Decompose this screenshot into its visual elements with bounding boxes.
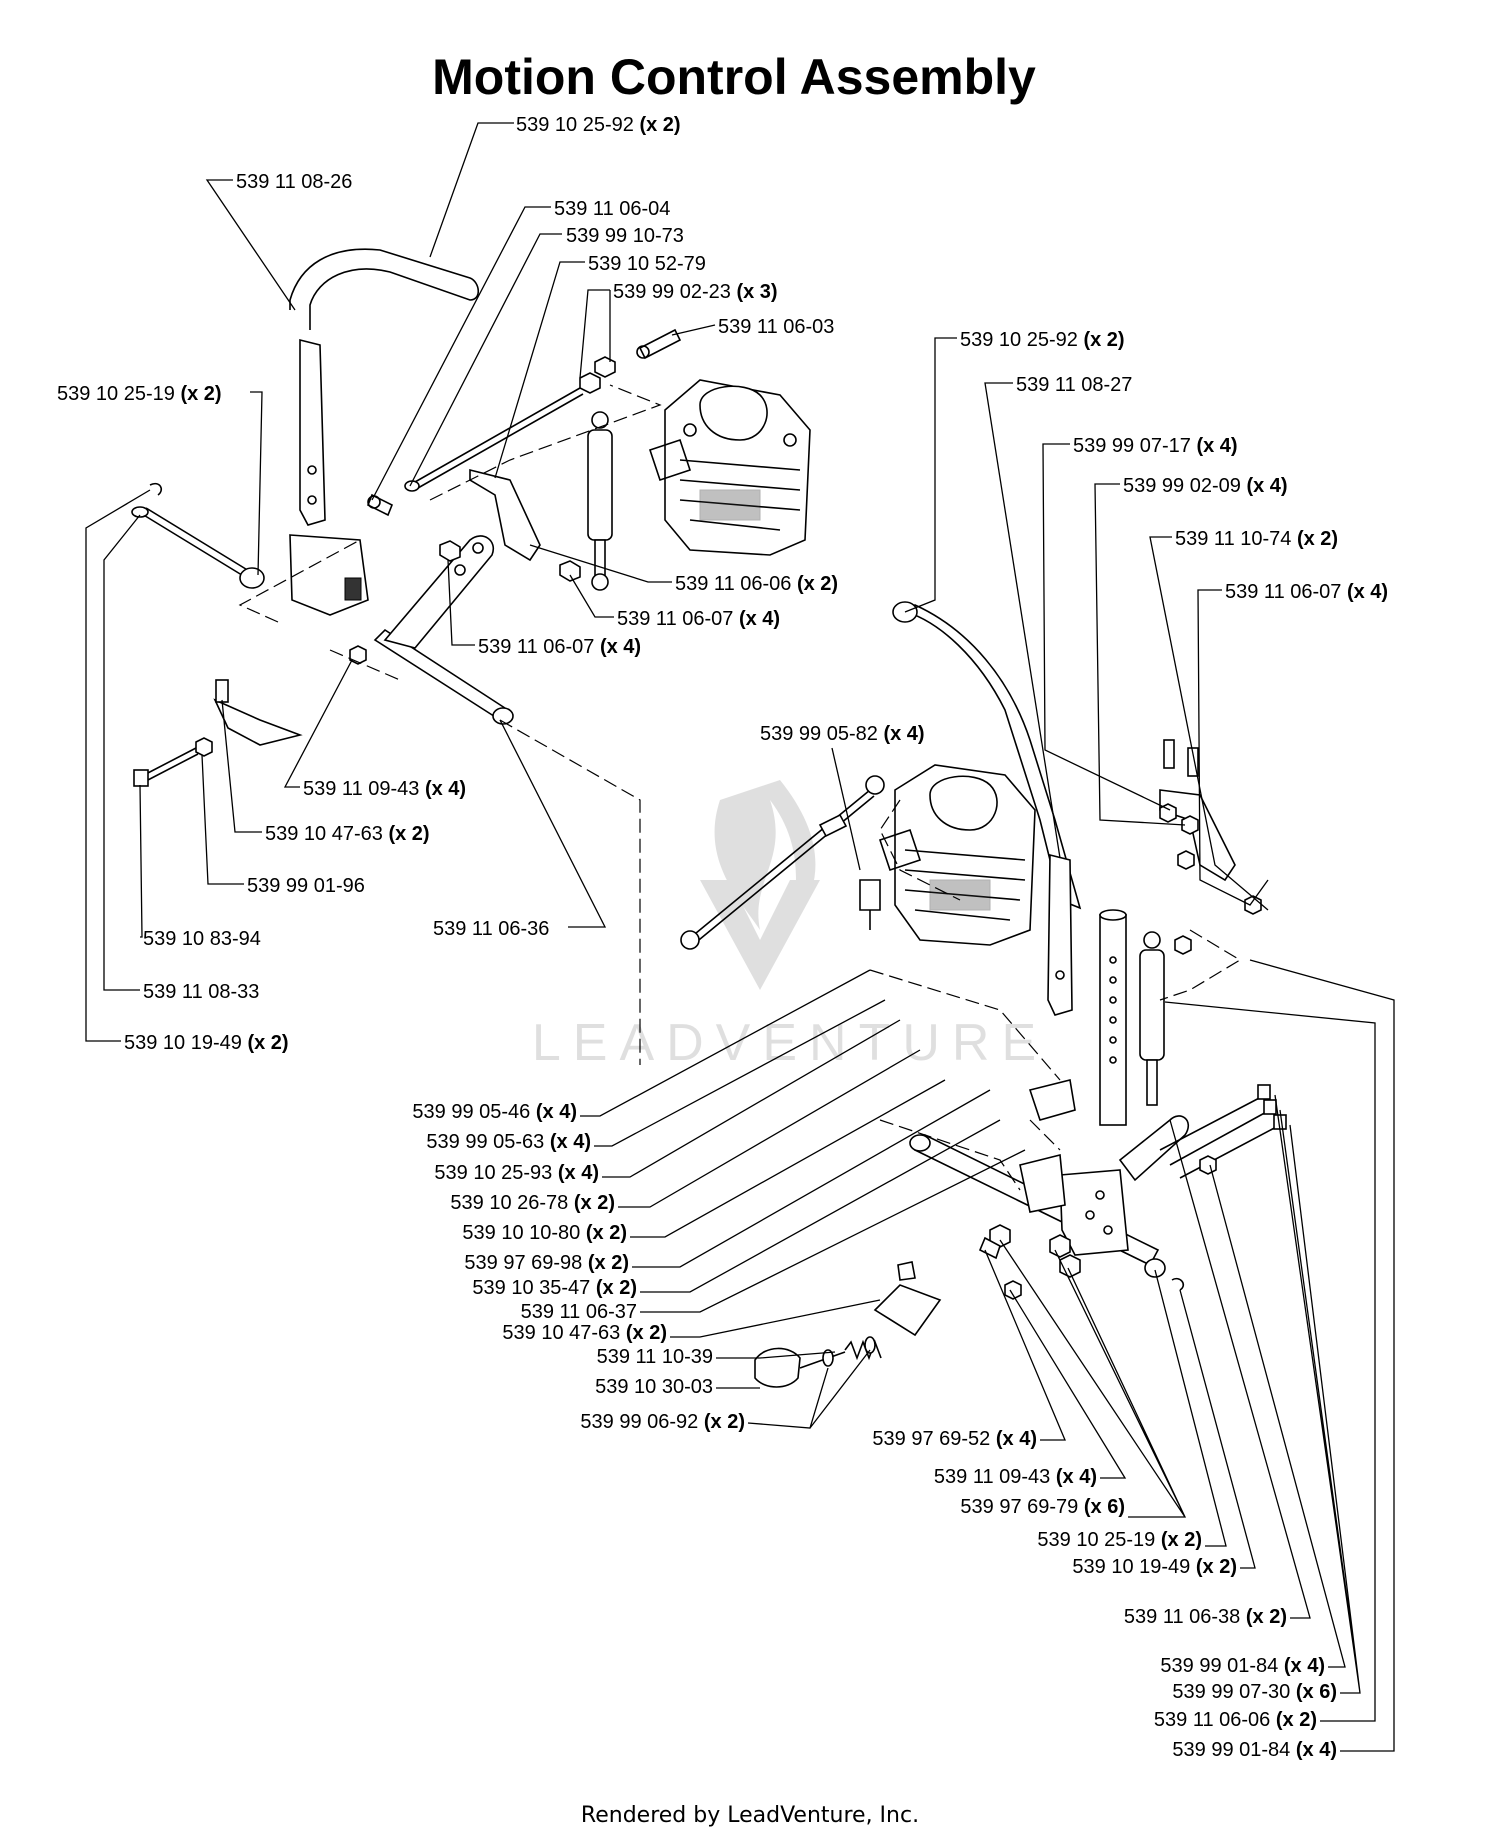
callout-label: 539 11 06-06 (x 2): [675, 573, 838, 595]
callout-label: 539 10 25-92 (x 2): [960, 329, 1125, 351]
callout-label: 539 11 06-04: [554, 198, 670, 220]
callout-label: 539 99 02-23 (x 3): [613, 281, 778, 303]
callout-label: 539 11 08-27: [1016, 374, 1132, 396]
hydro-pump-left: [648, 379, 811, 556]
callout-label: 539 11 06-37: [521, 1301, 637, 1323]
callout-label: 539 99 05-82 (x 4): [760, 723, 925, 745]
callout-label: 539 10 25-93 (x 4): [434, 1162, 599, 1184]
callout-label: 539 99 01-84 (x 4): [1172, 1739, 1337, 1761]
callout-label: 539 10 35-47 (x 2): [472, 1277, 637, 1299]
leader-lines: [85, 122, 1395, 1752]
callout-label: 539 11 09-43 (x 4): [303, 778, 466, 800]
callout-label: 539 11 06-38 (x 2): [1124, 1606, 1287, 1628]
callout-label: 539 99 01-96: [247, 875, 365, 897]
callout-label: 539 10 30-03: [595, 1376, 713, 1398]
callout-label: 539 99 07-17 (x 4): [1073, 435, 1238, 457]
callout-label: 539 11 09-43 (x 4): [934, 1466, 1097, 1488]
callout-label: 539 10 26-78 (x 2): [450, 1192, 615, 1214]
callout-label: 539 10 25-19 (x 2): [57, 383, 222, 405]
callout-label: 539 99 02-09 (x 4): [1123, 475, 1288, 497]
callout-label: 539 11 06-36: [433, 918, 549, 940]
callout-label: 539 97 69-79 (x 6): [960, 1496, 1125, 1518]
callout-label: 539 11 06-03: [718, 316, 834, 338]
callout-labels: 539 10 25-92 (x 2) 539 11 08-26 539 11 0…: [57, 114, 1388, 1761]
callout-label: 539 11 08-33: [143, 981, 259, 1003]
callout-label: 539 11 06-06 (x 2): [1154, 1709, 1317, 1731]
callout-label: 539 10 47-63 (x 2): [502, 1322, 667, 1344]
callout-label: 539 11 06-07 (x 4): [1225, 581, 1388, 603]
callout-label: 539 10 19-49 (x 2): [1072, 1556, 1237, 1578]
callout-label: 539 11 06-07 (x 4): [617, 608, 780, 630]
callout-label: 539 99 07-30 (x 6): [1172, 1681, 1337, 1703]
callout-label: 539 11 08-26: [236, 171, 352, 193]
callout-label: 539 10 25-92 (x 2): [516, 114, 681, 136]
callout-label: 539 97 69-98 (x 2): [464, 1252, 629, 1274]
callout-label: 539 10 83-94: [143, 928, 261, 950]
footer-credit: Rendered by LeadVenture, Inc.: [581, 1803, 919, 1828]
callout-label: 539 11 10-39: [597, 1346, 713, 1368]
watermark: LEADVENTURE: [532, 780, 1048, 1072]
callout-label: 539 10 47-63 (x 2): [265, 823, 430, 845]
callout-label: 539 99 05-46 (x 4): [412, 1101, 577, 1123]
callout-label: 539 10 19-49 (x 2): [124, 1032, 289, 1054]
diagram-title: Motion Control Assembly: [432, 49, 1036, 105]
hydro-pump-right: [878, 764, 1036, 946]
callout-label: 539 10 25-19 (x 2): [1037, 1529, 1202, 1551]
callout-label: 539 99 06-92 (x 2): [580, 1411, 745, 1433]
callout-label: 539 99 10-73: [566, 225, 684, 247]
callout-label: 539 10 10-80 (x 2): [462, 1222, 627, 1244]
callout-label: 539 99 01-84 (x 4): [1160, 1655, 1325, 1677]
watermark-text: LEADVENTURE: [532, 1014, 1048, 1072]
callout-label: 539 97 69-52 (x 4): [872, 1428, 1037, 1450]
callout-label: 539 10 52-79: [588, 253, 706, 275]
callout-label: 539 11 06-07 (x 4): [478, 636, 641, 658]
left-assembly: [131, 248, 811, 1065]
callout-label: 539 11 10-74 (x 2): [1175, 528, 1338, 550]
right-assembly: [680, 601, 1287, 1388]
callout-label: 539 99 05-63 (x 4): [426, 1131, 591, 1153]
